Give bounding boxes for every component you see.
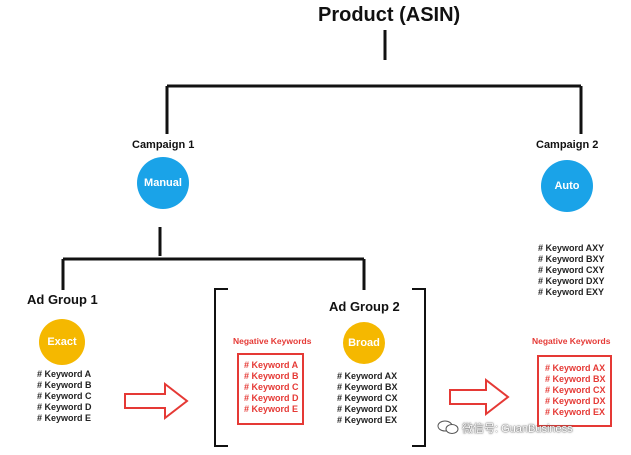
adgroup2-label: Ad Group 2 (329, 299, 400, 314)
bracket-right (412, 288, 426, 447)
page-title: Product (ASIN) (318, 4, 461, 26)
campaign2-keyword-list: # Keyword AXY # Keyword BXY # Keyword CX… (538, 243, 605, 298)
campaign2-negative-box: # Keyword AX # Keyword BX # Keyword CX #… (537, 355, 612, 427)
keyword-item: # Keyword A (37, 369, 92, 379)
exact-label: Exact (47, 336, 77, 348)
keyword-item: # Keyword EX (337, 415, 398, 425)
negative-keyword-item: # Keyword A (244, 360, 299, 370)
wechat-icon (437, 420, 459, 434)
adgroup1-label: Ad Group 1 (27, 292, 98, 307)
auto-label: Auto (554, 180, 580, 192)
broad-label: Broad (348, 337, 380, 349)
negative-keyword-list: # Keyword AX # Keyword BX # Keyword CX #… (545, 363, 610, 418)
campaign1-label: Campaign 1 (132, 139, 195, 151)
keyword-item: # Keyword CXY (538, 265, 605, 275)
keyword-item: # Keyword AX (337, 371, 398, 381)
adgroup1-keyword-list: # Keyword A # Keyword B # Keyword C # Ke… (37, 369, 92, 424)
bracket-left (214, 288, 228, 447)
keyword-item: # Keyword EXY (538, 287, 605, 297)
adgroup2-keyword-list: # Keyword AX # Keyword BX # Keyword CX #… (337, 371, 398, 426)
manual-node: Manual (137, 157, 189, 209)
negative-keyword-item: # Keyword BX (545, 374, 606, 384)
negative-keyword-item: # Keyword AX (545, 363, 606, 373)
negative-keyword-item: # Keyword B (244, 371, 299, 381)
campaign2-label: Campaign 2 (536, 139, 599, 151)
campaign2-negative-title: Negative Keywords (532, 336, 611, 346)
negative-keyword-item: # Keyword EX (545, 407, 606, 417)
keyword-item: # Keyword CX (337, 393, 398, 403)
negative-keyword-item: # Keyword CX (545, 385, 606, 395)
negative-keyword-list: # Keyword A # Keyword B # Keyword C # Ke… (244, 360, 302, 415)
exact-node: Exact (39, 319, 85, 365)
keyword-item: # Keyword DX (337, 404, 398, 414)
adgroup2-negative-title: Negative Keywords (233, 336, 312, 346)
arrow-right-icon (124, 381, 189, 421)
negative-keyword-item: # Keyword E (244, 404, 299, 414)
broad-node: Broad (343, 322, 385, 364)
keyword-item: # Keyword C (37, 391, 92, 401)
negative-keyword-item: # Keyword DX (545, 396, 606, 406)
manual-label: Manual (144, 177, 182, 189)
keyword-item: # Keyword DXY (538, 276, 605, 286)
keyword-item: # Keyword BXY (538, 254, 605, 264)
arrow-right-icon (449, 377, 510, 417)
auto-node: Auto (541, 160, 593, 212)
adgroup2-negative-box: # Keyword A # Keyword B # Keyword C # Ke… (237, 353, 304, 425)
negative-keyword-item: # Keyword C (244, 382, 299, 392)
watermark-text: 微信号: GuanBusiness (462, 423, 573, 435)
keyword-item: # Keyword BX (337, 382, 398, 392)
negative-keyword-item: # Keyword D (244, 393, 299, 403)
keyword-item: # Keyword AXY (538, 243, 605, 253)
keyword-item: # Keyword B (37, 380, 92, 390)
keyword-item: # Keyword E (37, 413, 92, 423)
keyword-item: # Keyword D (37, 402, 92, 412)
